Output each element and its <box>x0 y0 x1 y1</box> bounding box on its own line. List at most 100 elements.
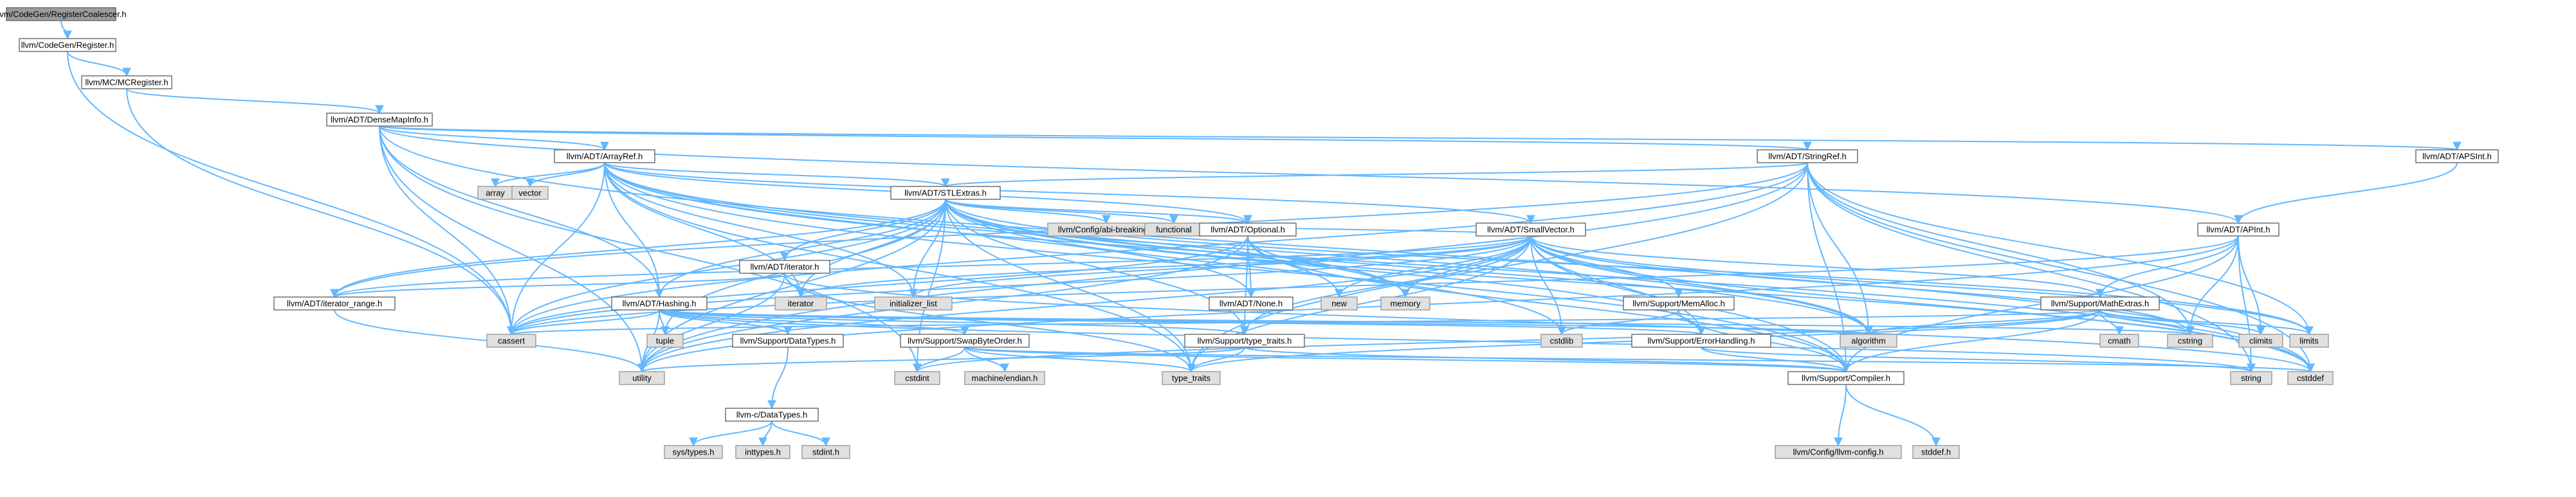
edge-dmi-to-arrayref <box>379 125 609 151</box>
node-box <box>725 408 819 422</box>
edge-smallvector-to-limits <box>1530 235 2314 336</box>
node-mathextras[interactable]: llvm/Support/MathExtras.h <box>2040 296 2160 311</box>
edge-mathextras-to-compiler <box>1841 309 2101 373</box>
node-arrayref[interactable]: llvm/ADT/ArrayRef.h <box>554 149 655 163</box>
edge-stringref-to-algorithm <box>1807 162 1873 336</box>
edge-hashing-to-cassert <box>507 309 660 336</box>
node-tuple: tuple <box>646 334 684 348</box>
node-label: cstring <box>2178 336 2202 345</box>
node-iterator_h[interactable]: llvm/ADT/iterator.h <box>739 260 830 274</box>
node-systypes: sys/types.h <box>664 445 723 459</box>
node-box <box>774 296 827 311</box>
edge-smallvector-to-errorh <box>1530 235 1706 336</box>
node-label: llvm/Config/abi-breaking.h <box>1058 224 1155 234</box>
edge-stlextras-to-typetraits <box>945 199 1196 373</box>
node-llvmconfig: llvm/Config/llvm-config.h <box>1775 445 1902 459</box>
edge-hashing-to-string <box>659 309 2256 373</box>
node-box <box>874 296 953 311</box>
edge-dmi-to-apsint <box>379 125 2460 151</box>
node-cmath: cmath <box>2099 334 2139 348</box>
node-apint[interactable]: llvm/ADT/APInt.h <box>2197 222 2279 237</box>
node-cdatatypes[interactable]: llvm-c/DataTypes.h <box>725 408 819 422</box>
edge-stlextras-to-initlist <box>909 199 946 298</box>
node-cstdint: cstdint <box>894 371 940 385</box>
node-box <box>1162 371 1221 385</box>
edge-datatypes-to-cdatatypes <box>767 347 789 410</box>
node-swap[interactable]: llvm/Support/SwapByteOrder.h <box>900 334 1030 348</box>
node-iterrange[interactable]: llvm/ADT/iterator_range.h <box>273 296 396 311</box>
node-label: llvm/ADT/iterator_range.h <box>287 298 382 308</box>
edge-mathextras-to-limits <box>2099 309 2314 336</box>
edge-compiler-to-stddef <box>1845 384 1941 447</box>
node-stringref[interactable]: llvm/ADT/StringRef.h <box>1757 149 1858 163</box>
edge-apint-to-cstring <box>2186 235 2239 336</box>
edge-hashing-to-datatypes <box>659 309 792 336</box>
edge-errorh-to-string <box>1701 347 2256 373</box>
node-iterator: iterator <box>774 296 827 311</box>
node-none[interactable]: llvm/ADT/None.h <box>1209 296 1293 311</box>
node-apsint[interactable]: llvm/ADT/APSInt.h <box>2415 149 2499 163</box>
node-smallvector[interactable]: llvm/ADT/SmallVector.h <box>1475 222 1586 237</box>
node-memalloc[interactable]: llvm/Support/MemAlloc.h <box>1623 296 1735 311</box>
edge-smallvector-to-iterator <box>796 235 1531 298</box>
node-memory: memory <box>1380 296 1430 311</box>
node-label: llvm/ADT/APInt.h <box>2207 224 2270 234</box>
node-box <box>81 75 172 89</box>
node-functional: functional <box>1144 222 1203 237</box>
node-box <box>735 445 790 459</box>
node-stlextras[interactable]: llvm/ADT/STLExtras.h <box>890 186 1001 200</box>
edge-smallvector-to-cstring <box>1530 235 2195 336</box>
edge-root-to-reg <box>60 20 72 40</box>
node-box <box>890 186 1001 200</box>
node-box <box>1775 445 1902 459</box>
node-errorh[interactable]: llvm/Support/ErrorHandling.h <box>1631 334 1771 348</box>
node-datatypes[interactable]: llvm/Support/DataTypes.h <box>732 334 844 348</box>
node-hashing[interactable]: llvm/ADT/Hashing.h <box>611 296 708 311</box>
node-dmi[interactable]: llvm/ADT/DenseMapInfo.h <box>326 113 433 127</box>
edge-arrayref-to-memory <box>604 162 1410 298</box>
node-climits: climits <box>2238 334 2283 348</box>
node-label: memory <box>1391 298 1421 308</box>
node-label: algorithm <box>1851 336 1885 345</box>
node-compiler[interactable]: llvm/Support/Compiler.h <box>1787 371 1905 385</box>
node-box <box>1380 296 1430 311</box>
node-box <box>801 445 850 459</box>
node-typetraits_h[interactable]: llvm/Support/type_traits.h <box>1184 334 1305 348</box>
node-label: llvm/ADT/APSInt.h <box>2422 151 2492 161</box>
node-box <box>1757 149 1858 163</box>
node-optional[interactable]: llvm/ADT/Optional.h <box>1199 222 1297 237</box>
nodes-layer: llvm/CodeGen/RegisterCoalescer.hllvm/Cod… <box>0 7 2499 459</box>
edge-arrayref-to-cassert <box>507 162 605 336</box>
node-label: functional <box>1156 224 1192 234</box>
node-box <box>1912 445 1960 459</box>
node-box <box>6 7 116 21</box>
node-label: llvm/ADT/SmallVector.h <box>1487 224 1575 234</box>
edge-iterator_h-to-iterrange <box>330 273 785 298</box>
edge-cdatatypes-to-stdint <box>771 420 830 447</box>
node-box <box>511 186 549 200</box>
edge-arrayref-to-algorithm <box>604 162 1873 336</box>
edge-stringref-to-utility <box>637 162 1808 373</box>
edge-typetraits_h-to-compiler <box>1244 347 1850 373</box>
node-cstring: cstring <box>2167 334 2213 348</box>
node-array: array <box>477 186 513 200</box>
edge-stringref-to-cstring <box>1807 162 2195 336</box>
edge-arrayref-to-vector <box>525 162 605 188</box>
edge-smallvector-to-iterrange <box>330 235 1531 298</box>
node-box <box>2415 149 2499 163</box>
edge-smallvector-to-utility <box>637 235 1531 373</box>
edge-stlextras-to-limits <box>945 199 2314 336</box>
edge-compiler-to-llvmconfig <box>1834 384 1847 447</box>
node-typetraits: type_traits <box>1162 371 1221 385</box>
edge-stringref-to-cassert <box>507 162 1808 336</box>
node-reg[interactable]: llvm/CodeGen/Register.h <box>19 38 116 52</box>
node-configabi: llvm/Config/abi-breaking.h <box>1047 222 1165 237</box>
edge-mathextras-to-cstdint <box>913 309 2101 373</box>
node-string: string <box>2230 371 2272 385</box>
node-label: machine/endian.h <box>972 373 1038 383</box>
edge-arrayref-to-stlextras <box>604 162 950 188</box>
node-mcreg[interactable]: llvm/MC/MCRegister.h <box>81 75 172 89</box>
node-box <box>619 371 665 385</box>
node-box <box>1623 296 1735 311</box>
